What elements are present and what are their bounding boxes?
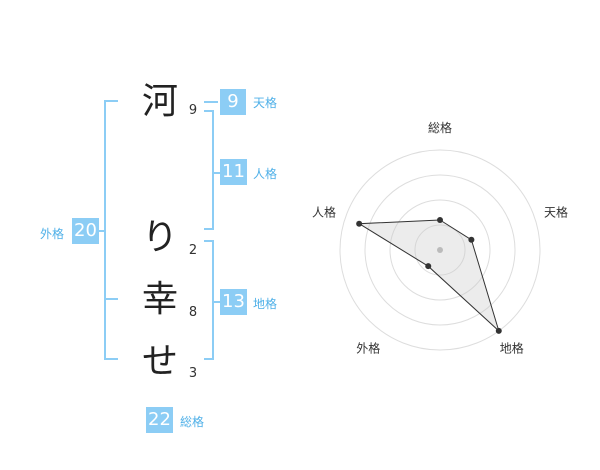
chikaku-bracket-vertical [212,240,214,360]
gaikaku-bracket-mid [104,298,118,300]
tenkaku-badge: 9 [220,89,246,115]
radar-data-point [468,236,475,243]
radar-data-point [495,327,502,334]
jinkaku-label: 人格 [253,167,278,181]
gaikaku-bracket-bottom [104,358,118,360]
gaikaku-bracket-top [104,100,118,102]
name-char-1: 河 [141,81,178,122]
soukaku-badge: 22 [146,407,173,433]
stroke-count-2: 2 [188,243,198,258]
gaikaku-label: 外格 [40,227,65,241]
radar-axis-label: 人格 [312,204,336,219]
stroke-count-4: 3 [188,366,198,381]
radar-axis-label: 天格 [544,204,568,219]
jinkaku-bracket-bottom [204,228,214,230]
name-char-2: り [141,217,178,258]
chikaku-badge: 13 [220,289,247,315]
radar-data-point [437,217,443,223]
jinkaku-bracket-stub [212,172,220,174]
chikaku-bracket-stub [212,301,220,303]
gaikaku-bracket-stub [98,230,104,232]
chikaku-bracket-top [204,240,214,242]
stroke-count-3: 8 [188,305,198,320]
gaikaku-badge: 20 [72,218,99,244]
jinkaku-bracket-vertical [212,110,214,230]
name-char-4: せ [141,341,178,382]
chikaku-bracket-bottom [204,358,214,360]
radar-axis-label: 総格 [428,120,452,135]
soukaku-label: 総格 [180,415,205,429]
tenkaku-bracket [204,101,218,103]
radar-ring [364,174,516,326]
radar-ring [414,224,466,276]
jinkaku-bracket-top [204,110,214,112]
tenkaku-label: 天格 [253,96,278,110]
radar-data-point [425,263,432,270]
stroke-count-1: 9 [188,103,198,118]
radar-series-polygon [357,219,500,333]
chikaku-label: 地格 [253,297,278,311]
jinkaku-badge: 11 [220,159,247,185]
radar-axis-label: 外格 [356,341,380,356]
radar-data-point [356,220,363,227]
radar-ring [339,149,541,351]
gaikaku-bracket-vertical [104,100,106,360]
name-char-3: 幸 [141,279,178,320]
radar-center-dot [437,247,443,253]
radar-ring [389,199,491,301]
radar-axis-label: 地格 [500,341,524,356]
